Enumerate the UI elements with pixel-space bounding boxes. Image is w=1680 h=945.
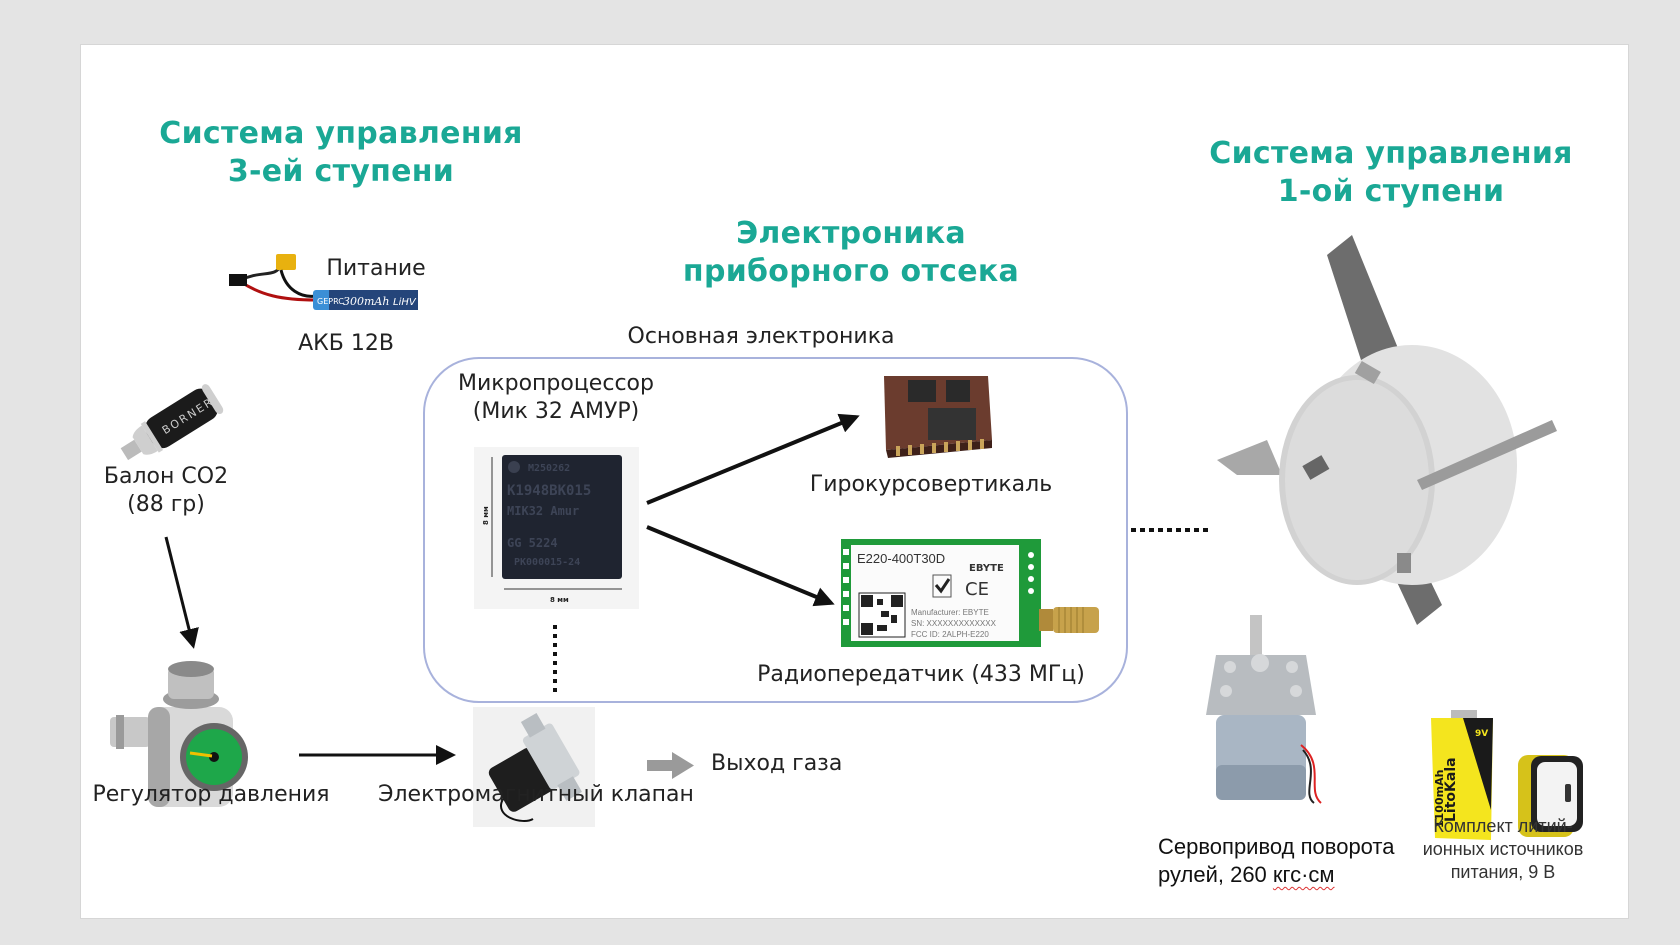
pressure-regulator-image: [110, 661, 248, 807]
title-avionics-line1: Электроника: [736, 216, 966, 251]
radio-sn-label: SN: XXXXXXXXXXXXX: [911, 619, 997, 628]
chip-line-4: GG 5224: [507, 536, 558, 550]
mcu-caption-line2: (Мик 32 АМУР): [472, 399, 640, 424]
mcu-caption-line1: Микропроцессор: [458, 371, 654, 396]
valve-caption: Электромагнитный клапан: [378, 782, 694, 807]
dotted-link-avionics-to-stage1: [1131, 528, 1209, 532]
chip-dim-horizontal: 8 мм: [550, 596, 569, 604]
batteries-caption-line2: ионных источников: [1422, 839, 1584, 859]
title-stage3-line1: Система управления: [159, 116, 523, 151]
title-avionics-line2: приборного отсека: [682, 254, 1020, 289]
title-stage3-line2: 3-ей ступени: [227, 154, 455, 189]
radio-manufacturer-label: Manufacturer: EBYTE: [911, 608, 989, 617]
servo-caption-line1: Сервопривод поворота: [1158, 834, 1395, 859]
co2-caption-line2: (88 гр): [127, 492, 205, 517]
title-stage3: Система управления 3-ей ступени: [141, 115, 541, 191]
chip-dim-vertical: 8 мм: [482, 506, 490, 525]
batteries-caption: Комплект литий- ионных источников питани…: [1393, 815, 1613, 884]
radio-module-image: E220-400T30D EBYTE CE Manufacturer: EBYT…: [841, 539, 1099, 647]
battery-caption-top: Питание: [326, 256, 426, 281]
battery-capacity-label: 300mAh: [343, 295, 389, 308]
chip-line-2: K1948BK015: [507, 483, 591, 499]
battery-9v-brand: LitoKala: [1443, 757, 1459, 822]
servo-motor-image: [1206, 615, 1322, 804]
title-stage1: Система управления 1-ой ступени: [1191, 135, 1591, 211]
servo-caption: Сервопривод поворота рулей, 260 кгс·см: [1158, 833, 1398, 889]
servo-torque-unit: кгс·см: [1272, 862, 1335, 887]
radio-ce-mark: CE: [965, 579, 989, 600]
mcu-chip-image: M250262 K1948BK015 MIK32 Amur GG 5224 PK…: [474, 447, 639, 609]
li-ion-9v-battery-image: LitoKala 1100mAh 9V: [1431, 710, 1583, 840]
battery-type-label: LiHV: [393, 297, 417, 308]
batteries-caption-line1: Комплект литий-: [1433, 816, 1573, 836]
radio-caption: Радиопередатчик (433 МГц): [757, 662, 1085, 687]
chip-line-3: MIK32 Amur: [507, 504, 579, 518]
chip-line-1: M250262: [528, 463, 570, 474]
main-electronics-box: [423, 357, 1128, 703]
regulator-caption: Регулятор давления: [92, 782, 330, 807]
battery-brand-label: GEPRC: [317, 297, 344, 306]
gyro-module-image: [884, 376, 992, 458]
lipo-battery-image: GEPRC 300mAh LiHV: [229, 254, 418, 310]
main-electronics-label: Основная электроника: [627, 324, 895, 349]
radio-brand-label: EBYTE: [969, 563, 1004, 574]
servo-caption-line2-text: рулей, 260: [1158, 862, 1273, 887]
batteries-caption-line3: питания, 9 В: [1450, 862, 1556, 882]
gyro-caption: Гирокурсовертикаль: [809, 472, 1053, 497]
rocket-stage-model-image: [1217, 235, 1557, 625]
battery-9v-capacity: 1100mAh: [1433, 770, 1446, 828]
title-stage1-line1: Система управления: [1209, 136, 1573, 171]
arrow-mcu-to-gyro: [646, 413, 860, 505]
gas-out-caption: Выход газа: [711, 751, 843, 776]
servo-caption-line2: рулей, 260 кгс·см: [1158, 861, 1398, 889]
battery-caption-bottom: АКБ 12В: [298, 331, 394, 356]
co2-caption-line1: Балон CO2: [103, 464, 229, 489]
dotted-link-mcu-to-valve: [553, 625, 557, 695]
radio-model-label: E220-400T30D: [857, 551, 945, 566]
solenoid-valve-image: [473, 707, 595, 827]
arrow-regulator-to-valve: [299, 745, 456, 765]
battery-9v-voltage: 9V: [1475, 729, 1488, 739]
radio-fcc-label: FCC ID: 2ALPH-E220: [911, 630, 989, 639]
title-stage1-line2: 1-ой ступени: [1277, 174, 1505, 209]
gas-out-arrow: [647, 752, 694, 779]
arrow-mcu-to-radio: [646, 525, 835, 607]
co2-cylinder-image: BORNER: [120, 384, 224, 461]
arrow-co2-to-regulator: [164, 536, 199, 649]
title-avionics: Электроника приборного отсека: [641, 215, 1061, 291]
mcu-caption: Микропроцессор (Мик 32 АМУР): [441, 370, 671, 426]
chip-line-5: PK000015-24: [514, 557, 580, 568]
slide: Система управления 3-ей ступени Электрон…: [81, 45, 1628, 918]
co2-caption: Балон CO2 (88 гр): [91, 463, 241, 519]
